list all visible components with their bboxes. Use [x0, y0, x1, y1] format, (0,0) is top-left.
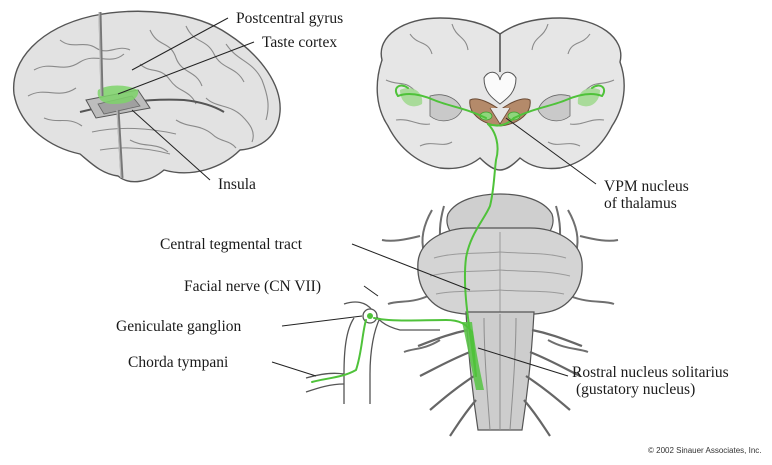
brainstem — [382, 194, 618, 436]
label-postcentral-gyrus: Postcentral gyrus — [236, 10, 343, 27]
label-chorda-tympani: Chorda tympani — [128, 354, 228, 371]
facial-nerve — [306, 302, 440, 404]
label-gustatory-nucleus: (gustatory nucleus) — [576, 381, 695, 398]
lateral-brain — [14, 11, 280, 181]
label-central-tegmental-tract: Central tegmental tract — [160, 236, 302, 253]
label-vpm-of-thalamus: of thalamus — [604, 195, 677, 212]
label-vpm-nucleus: VPM nucleus — [604, 178, 689, 195]
label-rostral-nucleus-solitarius: Rostral nucleus solitarius — [572, 364, 729, 381]
copyright-notice: © 2002 Sinauer Associates, Inc. — [648, 446, 762, 455]
label-taste-cortex: Taste cortex — [262, 34, 337, 51]
label-facial-nerve: Facial nerve (CN VII) — [184, 278, 321, 295]
label-geniculate-ganglion: Geniculate ganglion — [116, 318, 241, 335]
label-insula: Insula — [218, 176, 256, 193]
